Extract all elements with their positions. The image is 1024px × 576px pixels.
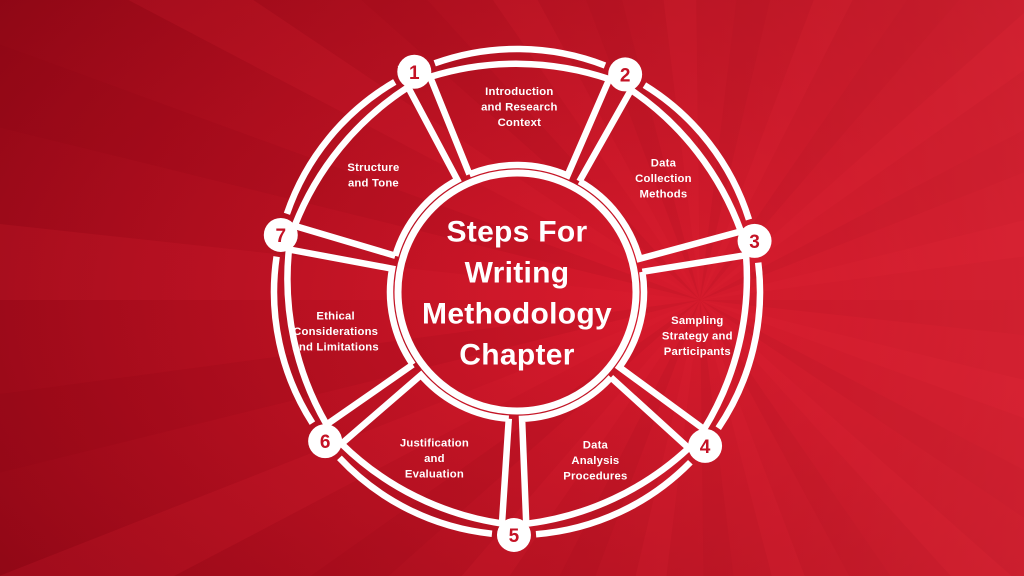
outer-ring-arc-2	[642, 82, 753, 221]
step-badge-number-1: 1	[409, 63, 420, 84]
step-badge-number-7: 7	[275, 226, 286, 247]
outer-ring-arc-7	[283, 79, 397, 215]
outer-ring-arc-3	[715, 262, 764, 431]
step-badge-7[interactable]: 7	[263, 217, 298, 252]
outer-ring-arc-6	[270, 256, 316, 425]
step-badge-4[interactable]: 4	[688, 428, 723, 463]
step-badge-2[interactable]: 2	[608, 57, 643, 92]
step-badge-number-4: 4	[700, 437, 711, 458]
step-badge-3[interactable]: 3	[737, 223, 772, 258]
step-badge-5[interactable]: 5	[496, 517, 531, 552]
step-badge-number-3: 3	[749, 232, 760, 253]
step-badge-6[interactable]: 6	[308, 424, 343, 459]
step-badge-1[interactable]: 1	[397, 54, 432, 89]
step-badge-number-2: 2	[620, 65, 631, 86]
outer-ring-arc-5	[337, 455, 493, 537]
step-badge-number-5: 5	[509, 526, 520, 547]
step-number-badges: 1 2 3 4 5 6 7	[263, 54, 772, 552]
outer-ring-arcs	[270, 45, 764, 538]
outer-ring-arc-1	[433, 45, 607, 69]
step-badge-number-6: 6	[320, 432, 331, 453]
outer-ring-arc-4	[535, 459, 693, 538]
center-hub-circle	[394, 169, 640, 415]
